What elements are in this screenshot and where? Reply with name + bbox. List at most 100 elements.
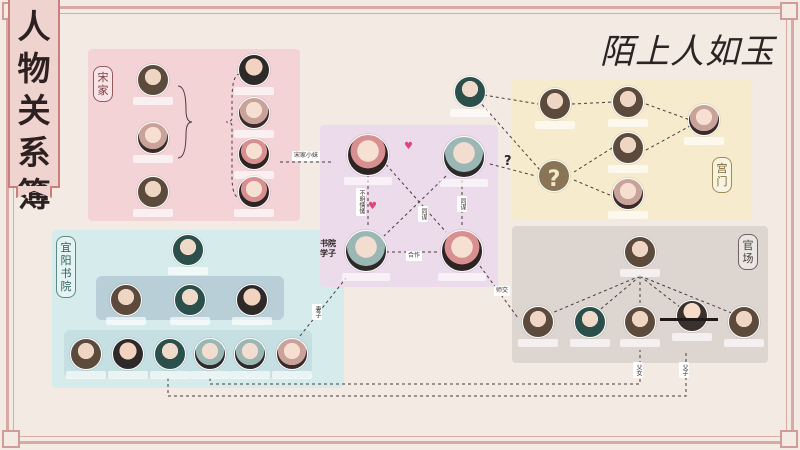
relation-teacher: 师交 xyxy=(494,286,511,296)
label-palace: 宫门 xyxy=(712,157,732,193)
person-song-father[interactable] xyxy=(133,64,173,105)
portrait xyxy=(110,284,142,316)
inner-frame xyxy=(13,13,787,437)
person-academy-student[interactable] xyxy=(108,338,148,379)
portrait xyxy=(612,178,644,210)
portrait xyxy=(443,136,485,178)
person-name xyxy=(232,317,272,325)
person-song-child[interactable] xyxy=(234,138,274,179)
portrait xyxy=(612,86,644,118)
person-official-head[interactable] xyxy=(620,236,660,277)
portrait xyxy=(137,122,169,154)
portrait xyxy=(539,88,571,120)
person-name xyxy=(66,371,106,379)
person-song-relative[interactable] xyxy=(133,176,173,217)
portrait xyxy=(174,284,206,316)
portrait xyxy=(688,104,720,136)
portrait xyxy=(238,138,270,170)
portrait xyxy=(624,306,656,338)
person-song-child[interactable] xyxy=(234,97,274,138)
person-name xyxy=(570,339,610,347)
person-name xyxy=(724,339,764,347)
person-palace[interactable] xyxy=(535,88,575,129)
person-name xyxy=(535,121,575,129)
person-palace[interactable] xyxy=(608,86,648,127)
person-official[interactable] xyxy=(724,306,764,347)
person-song-child[interactable] xyxy=(234,54,274,95)
person-song-child[interactable] xyxy=(234,176,274,217)
person-academy-student[interactable] xyxy=(190,338,230,379)
person-academy-teacher[interactable] xyxy=(232,284,272,325)
portrait xyxy=(238,176,270,208)
person-palace[interactable] xyxy=(608,178,648,219)
person-name xyxy=(344,177,392,185)
person-name xyxy=(170,317,210,325)
portrait xyxy=(574,306,606,338)
person-name xyxy=(190,371,230,379)
portrait xyxy=(172,234,204,266)
person-heroine[interactable] xyxy=(344,134,392,185)
person-student-right[interactable] xyxy=(438,230,486,281)
person-hero[interactable] xyxy=(440,136,488,187)
heart-icon: ♥ xyxy=(404,141,413,152)
person-mystery[interactable]: ? xyxy=(534,160,574,192)
person-academy-teacher[interactable] xyxy=(106,284,146,325)
relation-unclear-feelings: 不明情愫 xyxy=(356,188,366,216)
brand-logo: 陌上人如玉 xyxy=(600,32,775,72)
person-academy-teacher[interactable] xyxy=(170,284,210,325)
person-name xyxy=(108,371,148,379)
person-name xyxy=(450,109,490,117)
portrait xyxy=(238,97,270,129)
person-official[interactable] xyxy=(672,300,712,341)
person-student-left[interactable] xyxy=(342,230,390,281)
person-name xyxy=(608,119,648,127)
person-academy-student[interactable] xyxy=(150,338,190,379)
person-song-mother[interactable] xyxy=(133,122,173,163)
person-name xyxy=(168,267,208,275)
person-academy-student[interactable] xyxy=(66,338,106,379)
person-official[interactable] xyxy=(620,306,660,347)
person-name xyxy=(234,209,274,217)
person-palace[interactable] xyxy=(450,76,490,117)
title-scroll: 人物关系簿 xyxy=(8,0,60,214)
question-mark: ? xyxy=(504,154,512,169)
person-name xyxy=(150,371,190,379)
portrait xyxy=(236,284,268,316)
label-song-family: 宋家 xyxy=(93,66,113,102)
person-name xyxy=(234,130,274,138)
academy-students-group xyxy=(64,330,312,378)
mystery-icon: ? xyxy=(538,160,570,192)
portrait xyxy=(441,230,483,272)
person-academy-master[interactable] xyxy=(168,234,208,275)
portrait xyxy=(70,338,102,370)
portrait xyxy=(194,338,226,370)
person-name xyxy=(620,339,660,347)
person-palace[interactable] xyxy=(684,104,724,145)
label-officialdom: 官场 xyxy=(738,234,758,270)
portrait xyxy=(234,338,266,370)
portrait xyxy=(276,338,308,370)
person-name xyxy=(440,179,488,187)
person-name xyxy=(684,137,724,145)
person-name xyxy=(608,165,648,173)
person-name xyxy=(608,211,648,219)
relation-conspire-2: 同谋 xyxy=(457,196,467,212)
person-name xyxy=(106,317,146,325)
relation-conspire-1: 同谋 xyxy=(418,206,428,222)
person-academy-student[interactable] xyxy=(272,338,312,379)
portrait xyxy=(345,230,387,272)
person-name xyxy=(342,273,390,281)
frame-corner xyxy=(780,2,798,20)
relation-song-sister: 宋家小妹 xyxy=(292,151,321,161)
person-palace[interactable] xyxy=(608,132,648,173)
person-official[interactable] xyxy=(570,306,610,347)
person-name xyxy=(133,155,173,163)
person-name xyxy=(518,339,558,347)
relation-father-daughter: 父女 xyxy=(633,362,643,378)
person-name xyxy=(620,269,660,277)
person-academy-student[interactable] xyxy=(230,338,270,379)
portrait xyxy=(154,338,186,370)
person-name xyxy=(234,171,274,179)
person-official[interactable] xyxy=(518,306,558,347)
portrait xyxy=(676,300,708,332)
